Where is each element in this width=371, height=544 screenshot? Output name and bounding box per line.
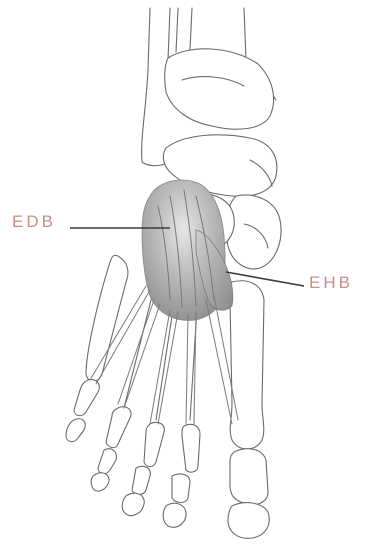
big-toe-proximal (230, 449, 268, 505)
toe-4-distal (91, 473, 109, 491)
metatarsal-5 (86, 255, 128, 381)
toe-2-distal (163, 503, 186, 527)
tendon-to-big-toe-b (206, 300, 232, 424)
talus (165, 49, 274, 129)
tendon-to-toe-3-a (158, 312, 178, 424)
toe-3-proximal (144, 422, 164, 466)
cuboid (226, 195, 281, 269)
ehb-label: EHB (309, 274, 353, 291)
toe-4-middle (98, 449, 116, 474)
toe-2-middle (172, 474, 190, 503)
fibula-outline-right (190, 8, 192, 50)
tendon-to-toe-4-a (124, 304, 160, 408)
metatarsal-4-outline (124, 288, 154, 408)
tendon-to-toe-2-b (186, 314, 188, 424)
big-toe-distal (228, 503, 269, 539)
toe-2-proximal (182, 424, 200, 472)
toe-5-distal (66, 419, 85, 442)
tendon-to-toe-3-b (150, 310, 170, 424)
toe-3-middle (132, 466, 150, 494)
toe-4-proximal (106, 407, 131, 448)
tendon-to-toe-4-b (118, 300, 154, 404)
fibula-outline-left (176, 8, 178, 52)
toe-5-proximal (74, 380, 99, 416)
tibia-inner-line (168, 8, 170, 60)
metatarsal-1 (229, 281, 264, 449)
edb-label: EDB (12, 213, 56, 230)
toe-3-distal (122, 493, 144, 515)
tendon-to-toe-2-a (194, 312, 196, 424)
